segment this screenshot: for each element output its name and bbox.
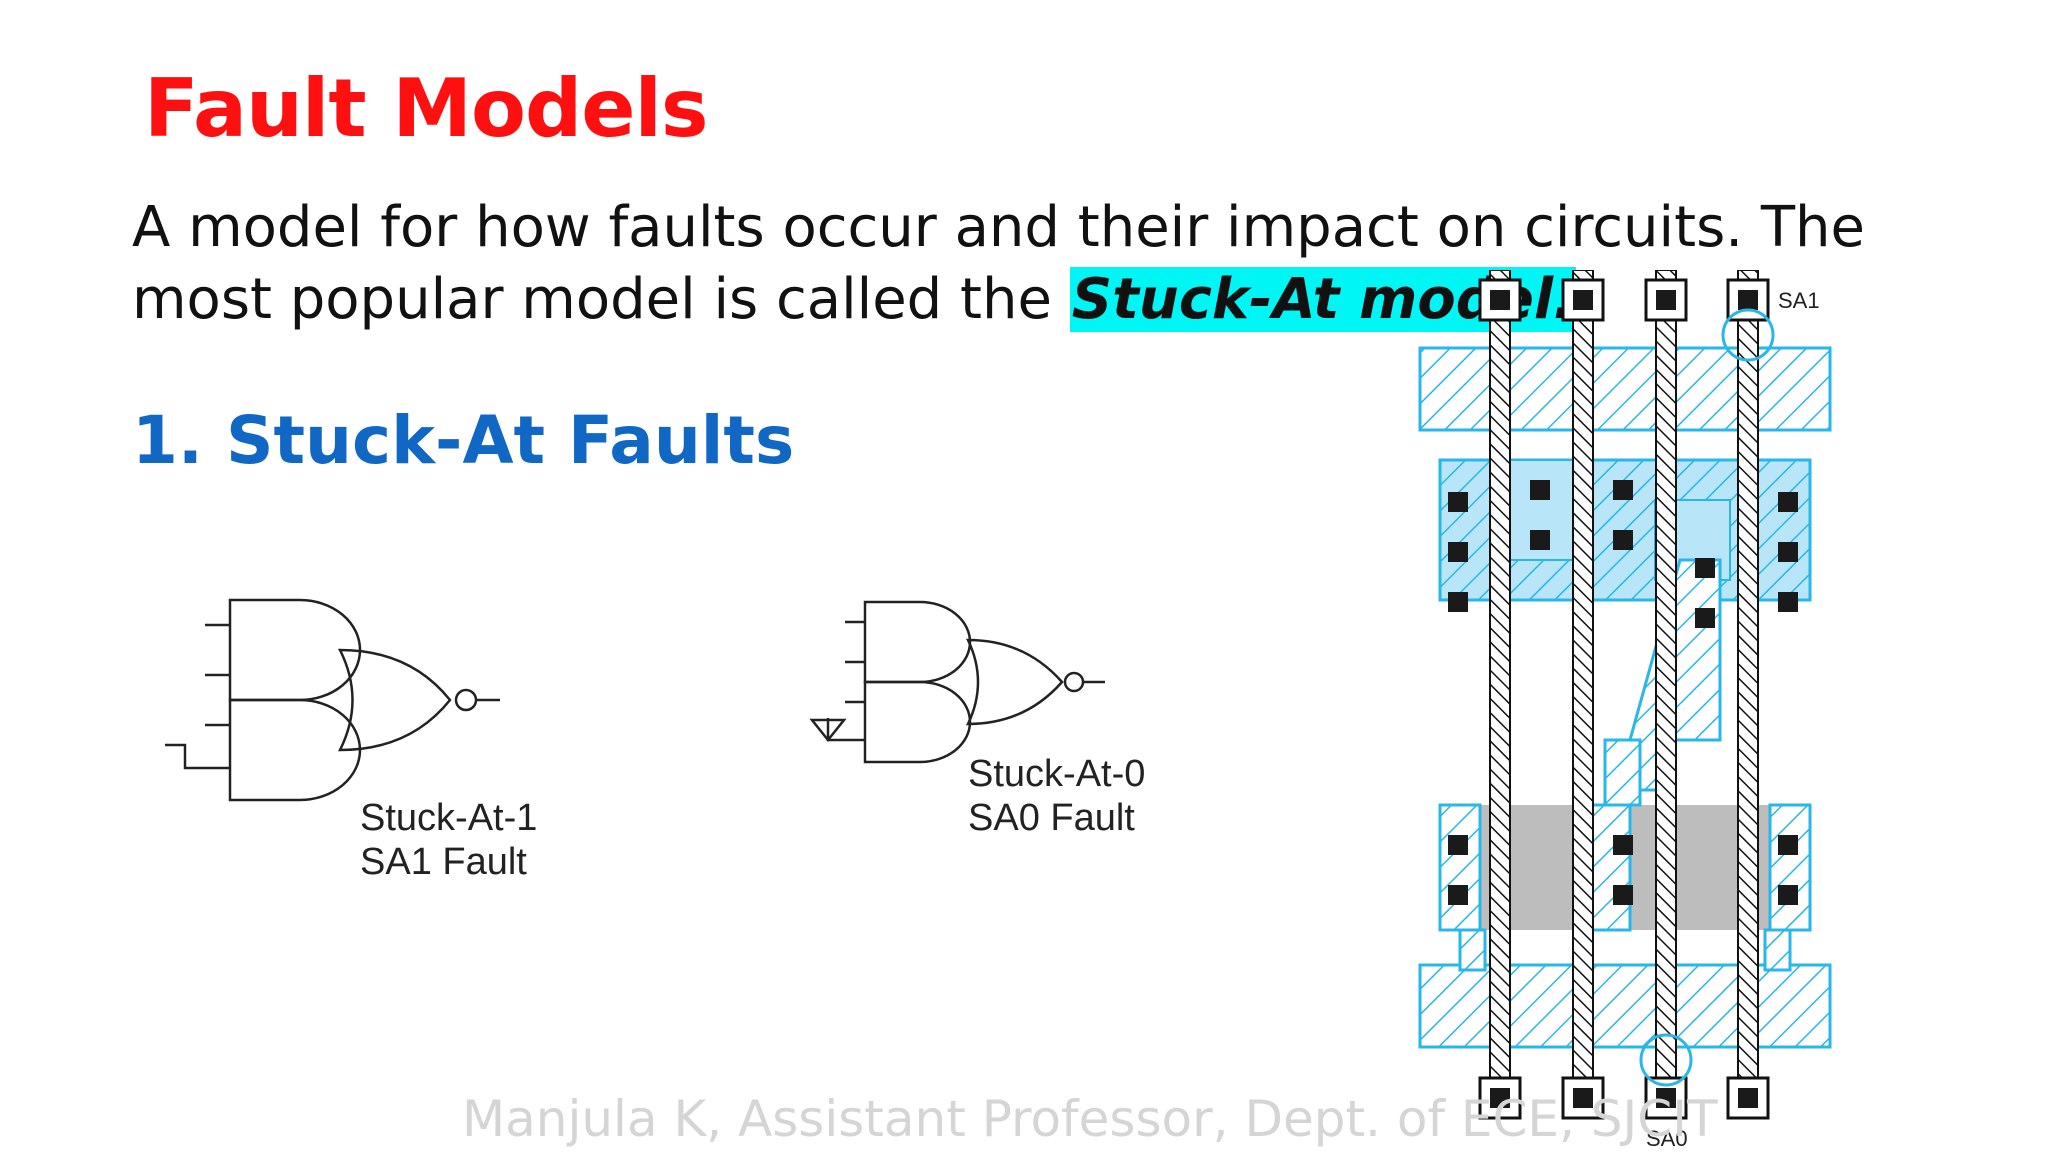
and-gate-upper — [228, 598, 362, 702]
bottom-terminals — [1478, 1076, 1770, 1120]
sa0-annotation: SA0 — [1646, 1126, 1688, 1150]
pmos-contacts — [1448, 480, 1798, 628]
sa1-fault-marker — [1721, 308, 1775, 362]
sa1-label: Stuck-At-1 SA1 Fault — [360, 797, 538, 883]
ground-symbol — [809, 718, 847, 743]
sa0-gate-diagram — [809, 600, 1105, 764]
inverter-bubble — [1063, 671, 1085, 693]
sa1-tie-high — [165, 743, 230, 770]
sa1-gate-diagram — [165, 598, 500, 802]
nmos-contacts — [1448, 835, 1798, 905]
and-gate-upper — [863, 600, 972, 684]
inverter-bubble — [454, 688, 478, 712]
gnd-rail — [1418, 963, 1832, 1049]
and-gate-lower — [228, 698, 362, 802]
sa0-fault-marker — [1639, 1033, 1693, 1087]
cmos-layout-diagram: SA1 SA0 — [1418, 270, 1832, 1150]
section-heading: 1. Stuck-At Faults — [132, 402, 795, 479]
footer-credit: Manjula K, Assistant Professor, Dept. of… — [462, 1090, 1718, 1148]
and-gate-lower — [863, 680, 972, 764]
intro-text: A model for how faults occur and their i… — [132, 195, 1865, 332]
top-terminals — [1478, 278, 1770, 322]
vdd-rail — [1418, 346, 1832, 432]
nor-gate — [966, 638, 1064, 726]
slide-title: Fault Models — [144, 62, 709, 155]
sa0-label: Stuck-At-0 SA0 Fault — [968, 753, 1146, 839]
sa0-tie-low — [826, 718, 865, 742]
sa1-annotation: SA1 — [1778, 288, 1820, 313]
nor-gate — [337, 648, 452, 752]
